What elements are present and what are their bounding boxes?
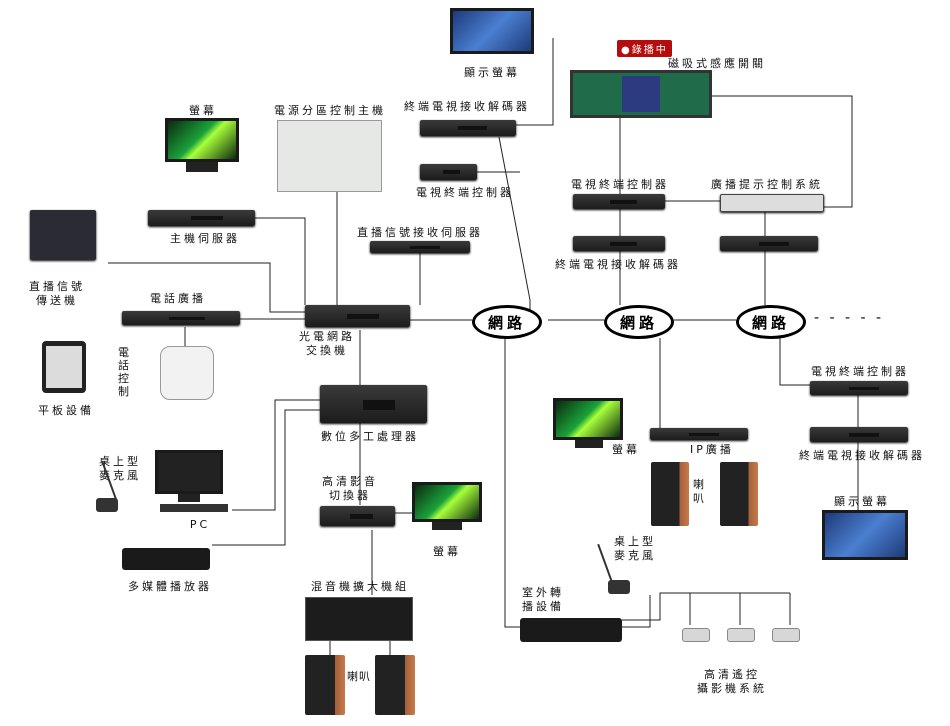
speaker-ip-left [651, 462, 689, 526]
dsp-label: 數位多工處理器 [321, 430, 419, 443]
monitor-ip-stand [575, 440, 603, 448]
media-player-label: 多媒體播放器 [128, 580, 212, 593]
broadcast-ctrl-unit [720, 236, 818, 251]
pc-keyboard [160, 504, 228, 512]
desk-mic-left-label: 桌上型 麥克風 [99, 455, 141, 482]
decoder-mid-label: 終端電視接收解碼器 [555, 258, 681, 271]
tablet-device [42, 341, 86, 393]
tablet-label: 平板設備 [38, 404, 94, 417]
live-receiver-label: 直播信號接收伺服器 [357, 226, 483, 239]
monitor-stand [186, 162, 218, 172]
live-transmitter-label: 直播信號 傳送機 [29, 280, 85, 307]
speaker-ip-label: 喇叭 [693, 478, 704, 505]
outdoor-label: 室外轉 播設備 [522, 586, 564, 613]
switch-label: 光電網路 交換機 [299, 330, 355, 357]
tv-terminal-ctrl-device [573, 194, 665, 209]
decoder-right-device [810, 427, 908, 442]
mixer-amp-label: 混音機擴大機組 [311, 580, 409, 593]
mixer-amp-device [305, 597, 413, 641]
monitor-mid-screen [412, 482, 482, 522]
hd-switcher-label: 高清影音 切換器 [322, 475, 378, 502]
speaker-bottom-right [375, 655, 415, 715]
pc-label: PC [189, 518, 211, 531]
live-receiver-device [370, 241, 470, 253]
camera-1 [682, 628, 710, 642]
monitor-mid-label: 螢幕 [433, 545, 461, 558]
camera-2 [727, 628, 755, 642]
phone-broadcast-label: 電話廣播 [150, 292, 206, 305]
display-top-screen [450, 8, 534, 54]
outdoor-device [520, 618, 622, 642]
display-right-label: 顯示螢幕 [834, 495, 890, 508]
network-switch-device [305, 305, 410, 327]
broadcast-ctrl-label: 廣播提示控制系統 [711, 178, 823, 191]
terminal-ctrl-top-device [420, 164, 477, 180]
host-server-label: 主機伺服器 [170, 232, 240, 245]
camera-3 [772, 628, 800, 642]
hd-switcher-device [320, 506, 395, 526]
phone-device [160, 346, 214, 400]
decoder-mid-device [573, 236, 665, 251]
network-node-2: 網路 [604, 305, 674, 339]
ip-broadcast-device [650, 428, 748, 440]
dsp-device [320, 385, 427, 423]
desk-mic-left-base [96, 498, 118, 512]
speaker-bottom-left [305, 655, 345, 715]
monitor-screen [165, 118, 239, 162]
speaker-ip-right [720, 462, 758, 526]
network-node-1: 網路 [472, 305, 542, 339]
desk-mic-right-label: 桌上型 麥克風 [614, 535, 656, 562]
monitor-label: 螢幕 [189, 104, 217, 117]
phone-ctrl-label: 電話控制 [118, 346, 129, 398]
broadcast-ctrl-device [720, 194, 824, 212]
power-ctrl-device [277, 120, 382, 192]
ip-broadcast-label: IP廣播 [690, 443, 734, 456]
tv-terminal-ctrl-label: 電視終端控制器 [571, 178, 669, 191]
desk-mic-right-base [608, 580, 630, 594]
terminal-ctrl-top-label: 電視終端控制器 [416, 186, 514, 199]
live-transmitter-device [30, 210, 96, 260]
display-top-label: 顯示螢幕 [464, 66, 520, 79]
phone-broadcast-device [122, 311, 240, 325]
monitor-ip-screen [553, 398, 623, 440]
pc-stand [178, 494, 200, 502]
terminal-ctrl-right-device [810, 381, 908, 395]
network-ellipsis: - - - - - [814, 310, 885, 326]
monitor-ip-label: 螢幕 [612, 443, 640, 456]
magnetic-switch-label: 磁吸式感應開關 [668, 57, 766, 70]
recording-badge: ●錄播中 [617, 40, 672, 57]
network-node-3: 網路 [736, 305, 806, 339]
monitor-mid-stand [432, 522, 462, 530]
decoder-top-label: 終端電視接收解碼器 [404, 100, 530, 113]
terminal-ctrl-right-label: 電視終端控制器 [811, 365, 909, 378]
host-server-device [148, 210, 255, 226]
decoder-right-label: 終端電視接收解碼器 [799, 449, 925, 462]
pc-monitor [155, 450, 223, 494]
speaker-bottom-label: 喇叭 [347, 670, 371, 683]
media-player-device [122, 548, 210, 570]
smart-board [570, 70, 712, 118]
power-ctrl-label: 電源分區控制主機 [274, 104, 386, 117]
decoder-top-device [420, 120, 516, 136]
display-right-screen [822, 510, 908, 560]
cameras-label: 高清遙控 攝影機系統 [697, 668, 767, 695]
